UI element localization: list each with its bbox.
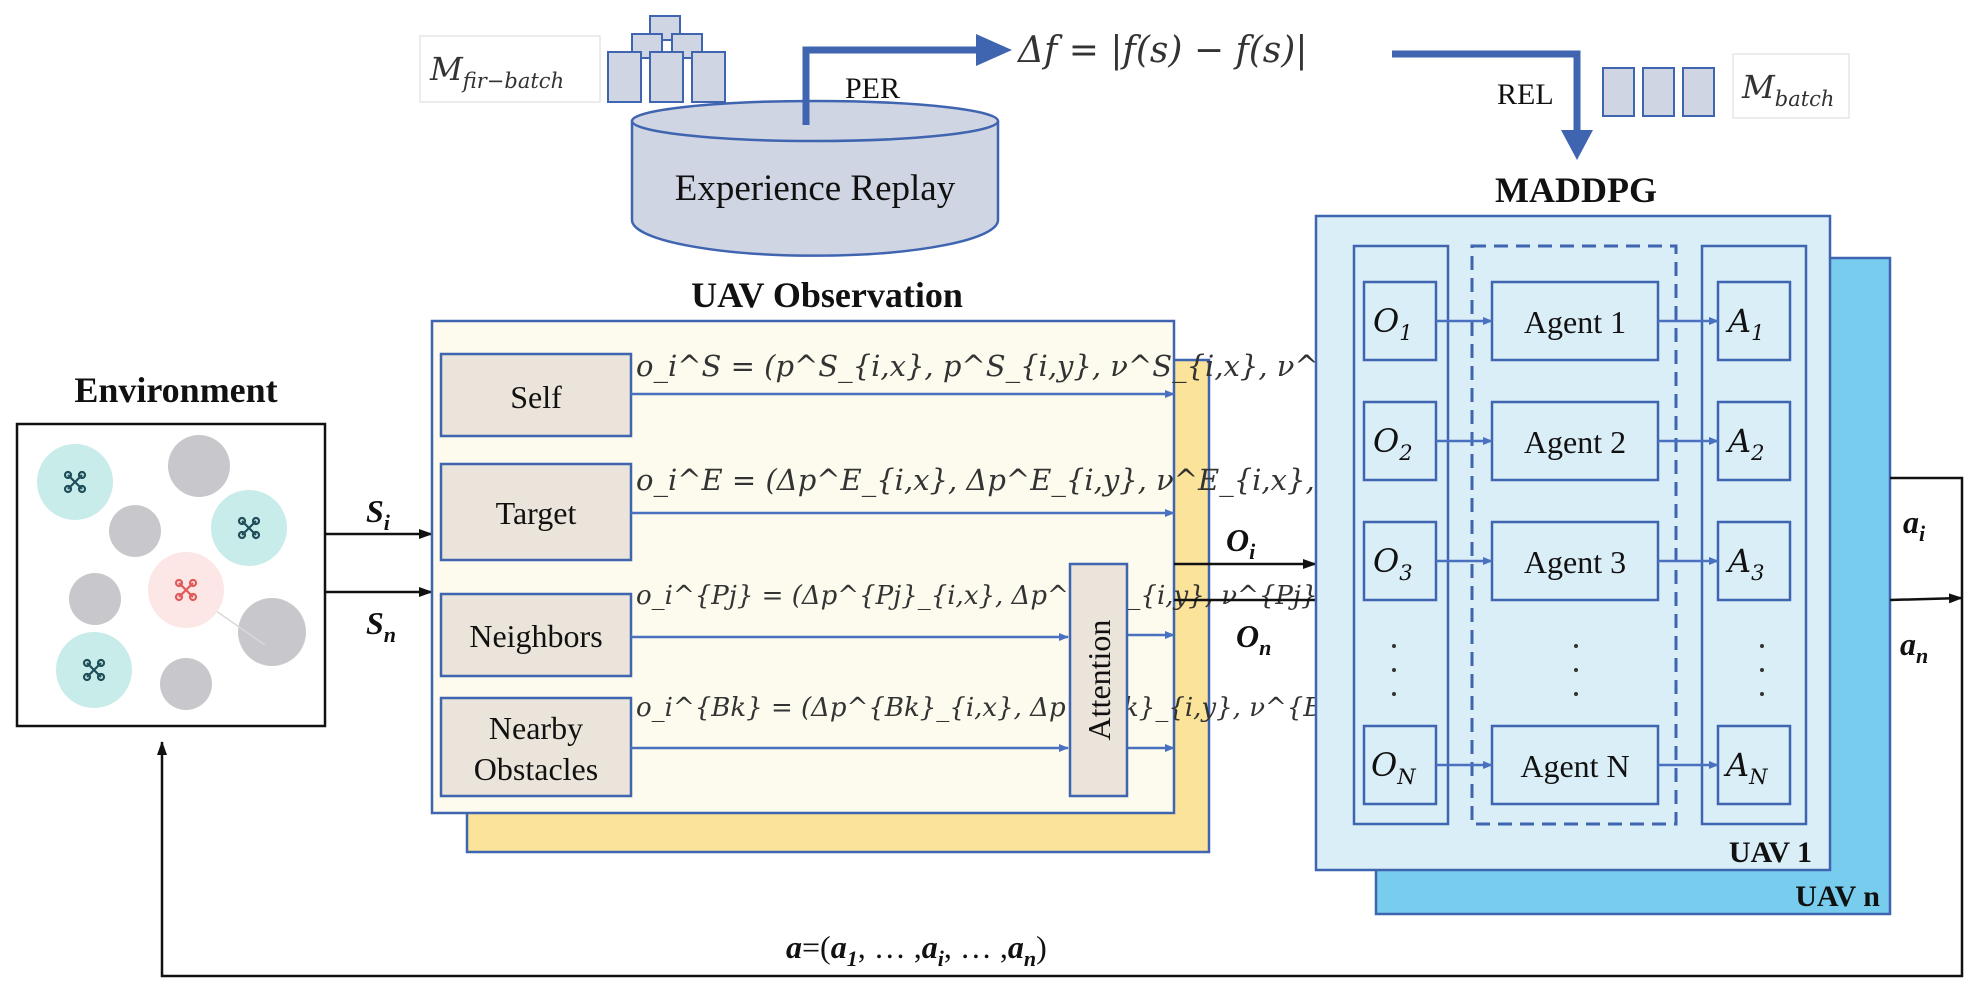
svg-text:AN: AN	[1723, 746, 1768, 789]
svg-text:Nearby: Nearby	[489, 710, 583, 746]
svg-text:Obstacles: Obstacles	[474, 751, 598, 787]
svg-text:A2: A2	[1725, 422, 1764, 465]
batch-label: Mbatch	[1741, 68, 1834, 111]
maddpg-title: MADDPG	[1495, 170, 1657, 210]
svg-text:Attention: Attention	[1081, 620, 1117, 741]
svg-text:Neighbors: Neighbors	[469, 618, 602, 654]
neighbors-box: Neighbors	[439, 592, 633, 678]
batch-stack-icon	[1602, 67, 1715, 117]
svg-text:Agent 2: Agent 2	[1524, 424, 1626, 460]
svg-text:ON: ON	[1371, 746, 1416, 789]
agent-box-3: Agent 3	[1490, 520, 1660, 602]
svg-text:O3: O3	[1373, 542, 1413, 585]
first-batch-label-box: Mfir−batch	[419, 35, 601, 103]
environment-box	[15, 422, 327, 728]
observation-column	[1352, 244, 1450, 826]
svg-text:Agent N: Agent N	[1520, 748, 1629, 784]
obs-box-3: O3	[1362, 520, 1438, 602]
an-arrow	[1889, 593, 1963, 604]
obstacle-circle	[168, 435, 230, 497]
ai-label: ai	[1903, 504, 1926, 546]
first-batch-stack-icon	[607, 15, 726, 103]
obstacle-circle	[160, 658, 212, 710]
self-box: Self	[439, 352, 633, 438]
agent-box-1: Agent 1	[1490, 280, 1660, 362]
nearby-obstacles-box: Nearby Obstacles	[439, 696, 633, 798]
agent-box-2: Agent 2	[1490, 400, 1660, 482]
target-box: Target	[439, 462, 633, 562]
actions-column	[1700, 244, 1808, 826]
svg-text:Target: Target	[496, 495, 577, 531]
first-batch-label: Mfir−batch	[429, 50, 564, 93]
agents-column	[1470, 244, 1678, 826]
self-formula: o_i^S = (p^S_{i,x}, p^S_{i,y}, ν^S_{i,x}…	[636, 349, 1436, 384]
action-box-2: A2	[1716, 400, 1792, 482]
target-drone-icon	[174, 578, 198, 602]
svg-text:O1: O1	[1373, 302, 1413, 345]
ellipsis-dots	[1392, 644, 1764, 696]
action-box-3: A3	[1716, 520, 1792, 602]
environment-title: Environment	[74, 370, 277, 410]
obstacle-circle	[69, 573, 121, 625]
svg-text:Self: Self	[510, 379, 562, 415]
batch-label-box: Mbatch	[1732, 53, 1850, 119]
per-arrow-head	[976, 34, 1012, 66]
oi-label: Oi	[1226, 522, 1256, 564]
an-label: an	[1900, 626, 1928, 668]
svg-text:Agent 1: Agent 1	[1524, 304, 1626, 340]
drone-icon	[82, 658, 106, 682]
agent-box-n: Agent N	[1490, 724, 1660, 806]
sn-label: Sn	[366, 605, 396, 647]
experience-replay: Experience Replay	[630, 99, 1000, 257]
obs-box-n: ON	[1362, 724, 1438, 806]
svg-text:Agent 3: Agent 3	[1524, 544, 1626, 580]
obstacle-circle	[238, 598, 306, 666]
svg-text:O2: O2	[1373, 422, 1413, 465]
experience-replay-label: Experience Replay	[675, 168, 956, 209]
obstacle-circle	[109, 505, 161, 557]
rel-label: REL	[1497, 78, 1554, 111]
action-box-1: A1	[1716, 280, 1792, 362]
observation-title: UAV Observation	[691, 275, 963, 315]
drone-icon	[63, 470, 87, 494]
rel-arrow	[1392, 50, 1581, 132]
per-arrow	[802, 46, 978, 125]
si-label: Si	[366, 493, 391, 535]
attention-box: Attention	[1068, 562, 1129, 798]
drone-icon	[237, 516, 261, 540]
joint-action-label: a=(a1, … ,ai, … ,an)	[786, 929, 1047, 971]
obs-box-2: O2	[1362, 400, 1438, 482]
uav-n-label: UAV n	[1795, 880, 1880, 913]
feedback-loop-arrow	[157, 476, 1964, 978]
svg-text:A3: A3	[1725, 542, 1764, 585]
svg-text:A1: A1	[1725, 302, 1764, 345]
action-box-n: AN	[1716, 724, 1792, 806]
uav-1-label: UAV 1	[1729, 836, 1812, 869]
obs-box-1: O1	[1362, 280, 1438, 362]
delta-f-formula: Δf = |f(s) − f(s)|	[1016, 30, 1307, 71]
per-label: PER	[845, 72, 900, 105]
maddpg-arrows	[1436, 317, 1719, 769]
observation-arrows	[631, 390, 1175, 752]
on-label: On	[1236, 618, 1271, 660]
rel-arrow-head	[1561, 130, 1593, 160]
